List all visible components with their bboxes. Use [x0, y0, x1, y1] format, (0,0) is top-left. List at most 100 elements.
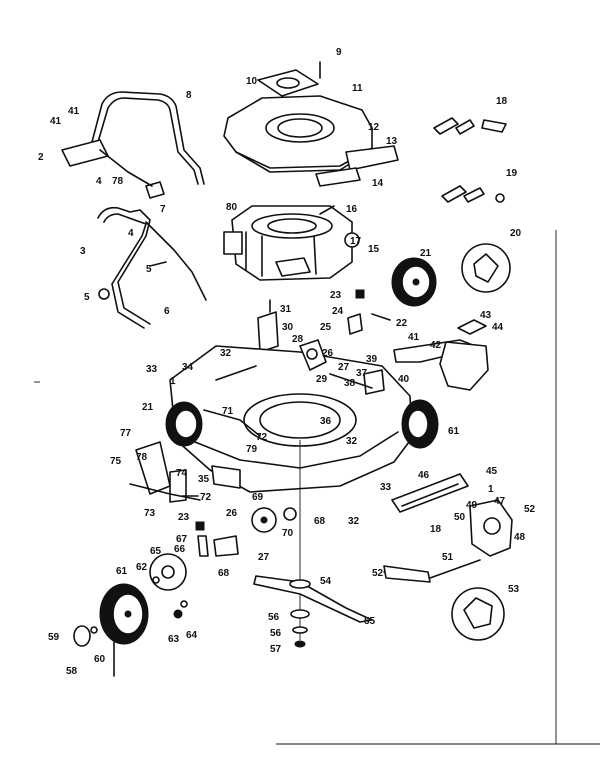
callout-label: 8 [186, 90, 192, 101]
callout-label: 9 [336, 47, 342, 58]
callout-label: 12 [368, 122, 380, 133]
callout-label: 13 [386, 136, 398, 147]
washer-56-part [290, 609, 310, 619]
callout-label: 17 [350, 236, 362, 247]
washer-60-part [90, 626, 98, 634]
axle-71-part [203, 409, 261, 437]
engine-plug-part [319, 205, 335, 215]
callout-label: 73 [144, 508, 156, 519]
callout-label: 72 [200, 492, 212, 503]
clip-part [441, 185, 467, 203]
handle-bolt-part [149, 261, 167, 267]
callout-label: 26 [226, 508, 238, 519]
front-wheel-hub [124, 610, 132, 618]
callout-labels: 9 10 11 12 13 14 18 19 41 41 2 4 78 8 7 … [38, 47, 536, 677]
callout-label: 23 [178, 512, 190, 523]
callout-label: 41 [408, 332, 420, 343]
plate-35-part [211, 465, 241, 489]
callout-label: 20 [510, 228, 522, 239]
callout-label: 60 [94, 654, 106, 665]
callout-label: 6 [164, 306, 170, 317]
callout-label: 38 [344, 378, 356, 389]
callout-label: 80 [226, 202, 238, 213]
callout-label: 36 [320, 416, 332, 427]
callout-label: 78 [136, 452, 148, 463]
adjuster-hardware-group [257, 289, 391, 353]
callout-label: 68 [218, 568, 230, 579]
nut-part [495, 193, 505, 203]
engine-cap-part [344, 232, 360, 248]
clip-part [455, 119, 475, 135]
callout-label: 4 [96, 176, 102, 187]
rear-bar-group [393, 319, 489, 391]
lower-handle-group [97, 206, 207, 329]
callout-label: 55 [364, 616, 376, 627]
callout-label: 2 [38, 152, 44, 163]
callout-label: 39 [366, 354, 378, 365]
mower-deck-part [169, 345, 413, 493]
inset-circle-20 [461, 243, 511, 293]
callout-label: 44 [492, 322, 504, 333]
handle-clip-part [145, 181, 165, 199]
callout-label: 79 [246, 444, 258, 455]
callout-label: 71 [222, 406, 234, 417]
deck-group [169, 345, 413, 493]
wheel-plate-66-hub [161, 565, 175, 579]
callout-label: 3 [80, 246, 86, 257]
callout-label: 50 [454, 512, 466, 523]
callout-label: 1 [170, 376, 176, 387]
callout-label: 32 [220, 348, 232, 359]
upper-handle-inner [97, 97, 199, 185]
hubcap-58-part [73, 625, 91, 647]
callout-label: 72 [256, 432, 268, 443]
callout-label: 47 [494, 496, 506, 507]
callout-label: 15 [368, 244, 380, 255]
rod-51-part [383, 565, 431, 583]
inset-plate-53 [463, 597, 493, 629]
spring-23b-part [195, 521, 205, 531]
callout-label: 58 [66, 666, 78, 677]
blade-adapter-54 [289, 579, 311, 589]
callout-label: 53 [508, 584, 520, 595]
wheel-plate-hub [483, 517, 501, 535]
front-left-bracket-group [129, 441, 241, 503]
washer-64-part [180, 600, 188, 608]
callout-label: 49 [466, 500, 478, 511]
callout-label: 30 [282, 322, 294, 333]
callout-label: 61 [448, 426, 460, 437]
control-cable-part [99, 149, 153, 187]
callout-label: 43 [480, 310, 492, 321]
bolt-22-part [371, 313, 391, 321]
callout-label: 5 [84, 292, 90, 303]
callout-label: 33 [380, 482, 392, 493]
upper-handle-group [61, 91, 205, 199]
bolt-67-part [197, 535, 209, 557]
engine-cover-opening [265, 113, 335, 143]
callout-label: 57 [270, 644, 282, 655]
callout-label: 51 [442, 552, 454, 563]
callout-label: 18 [430, 524, 442, 535]
front-adjuster-group [149, 507, 297, 619]
callout-label: 31 [280, 304, 292, 315]
spring-part [481, 119, 507, 133]
callout-label: 21 [142, 402, 154, 413]
callout-label: 11 [352, 83, 363, 94]
hardware-set-18 [433, 117, 507, 135]
callout-label: 69 [252, 492, 264, 503]
lower-handle-part [97, 206, 151, 325]
washer-56b-part [292, 626, 308, 634]
callout-label: 75 [110, 456, 122, 467]
callout-label: 10 [246, 76, 258, 87]
callout-label: 7 [160, 204, 166, 215]
callout-label: 29 [316, 374, 328, 385]
callout-label: 4 [128, 228, 134, 239]
callout-label: 18 [496, 96, 508, 107]
callout-label: 61 [116, 566, 128, 577]
rear-cover-44-part [439, 341, 489, 391]
callout-label: 24 [332, 306, 344, 317]
callout-label: 48 [514, 532, 526, 543]
inset-bracket-part [473, 253, 499, 283]
wheel-adjuster-28 [299, 339, 327, 371]
wheel-plate-48 [469, 499, 513, 557]
